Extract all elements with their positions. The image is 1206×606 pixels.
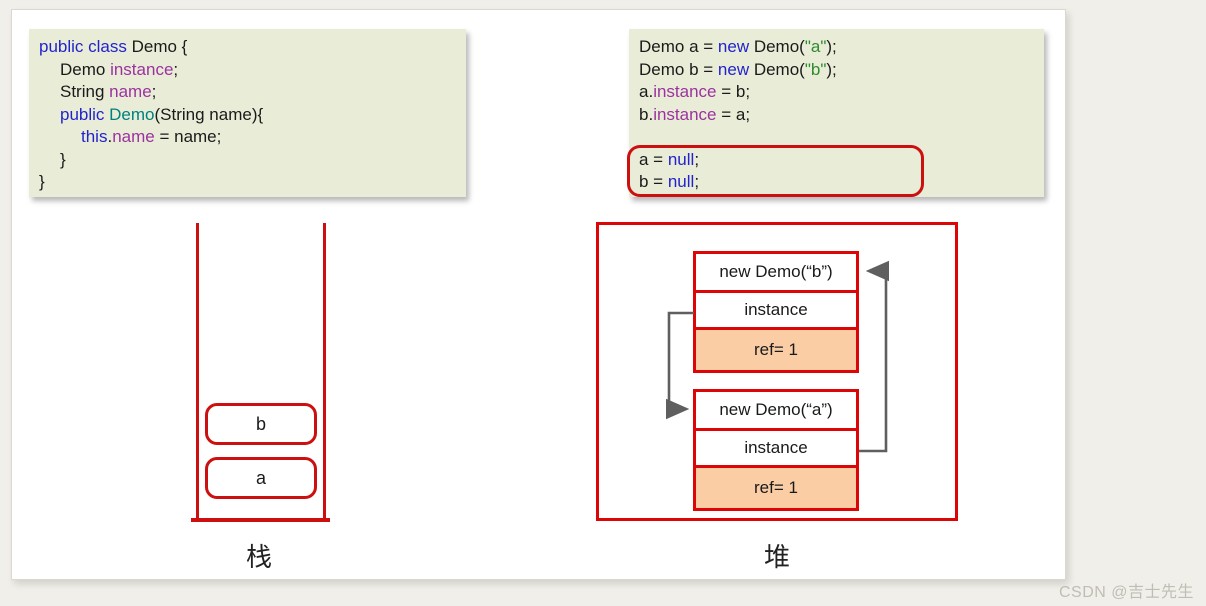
code-line: a.instance = b;	[639, 81, 1044, 104]
code-token: Demo	[109, 104, 155, 124]
code-token: a.	[639, 82, 654, 101]
code-token: ;	[173, 59, 179, 79]
code-token: }	[60, 149, 66, 169]
code-token: public	[60, 104, 110, 124]
stack-label: 栈	[245, 543, 272, 573]
code-token: );	[826, 59, 837, 79]
code-line: public class Demo {	[39, 36, 466, 59]
code-token: String	[60, 82, 110, 101]
heap-object-a-refcount: ref= 1	[696, 468, 856, 508]
code-token: public class	[39, 37, 132, 56]
code-token: null	[667, 149, 695, 169]
code-token: new	[717, 37, 750, 56]
watermark: CSDN @吉士先生	[1058, 584, 1194, 601]
code-token: null	[667, 172, 695, 191]
code-block-usage: Demo a = new Demo("a");Demo b = new Demo…	[629, 29, 1044, 197]
code-token: name	[112, 127, 155, 146]
code-token: name	[109, 82, 152, 101]
code-token: ;	[694, 149, 700, 169]
code-line: Demo instance;	[39, 59, 466, 82]
content-card: public class Demo {Demo instance;String …	[11, 9, 1066, 580]
stack-wall-left	[196, 223, 199, 522]
heap-label: 堆	[763, 543, 790, 573]
code-line: public Demo(String name){	[39, 104, 466, 127]
heap-object-a: new Demo(“a”) instance ref= 1	[693, 389, 859, 511]
code-token: instance	[653, 82, 717, 101]
code-block-class-definition: public class Demo {Demo instance;String …	[29, 29, 466, 197]
stack-wall-right	[323, 223, 326, 522]
code-line: }	[39, 149, 466, 172]
code-line: String name;	[39, 81, 466, 104]
code-token: instance	[110, 59, 174, 79]
code-token: a =	[639, 149, 668, 169]
code-token: = a;	[716, 104, 751, 124]
heap-object-b-refcount: ref= 1	[696, 330, 856, 370]
code-token: = name;	[154, 127, 222, 146]
code-token: b.	[639, 104, 654, 124]
code-token: this	[81, 127, 108, 146]
code-line: Demo a = new Demo("a");	[639, 36, 1044, 59]
code-line: Demo b = new Demo("b");	[639, 59, 1044, 82]
code-token: instance	[653, 104, 717, 124]
code-line: this.name = name;	[39, 126, 466, 149]
code-line: b = null;	[639, 171, 1044, 194]
code-token: new	[717, 59, 750, 79]
code-token: Demo(	[749, 37, 805, 56]
heap-object-a-title: new Demo(“a”)	[696, 392, 856, 431]
code-token: b =	[639, 172, 668, 191]
code-token: "a"	[804, 37, 827, 56]
code-token: (String name){	[154, 104, 264, 124]
code-token: ;	[694, 172, 700, 191]
code-token: ;	[151, 82, 157, 101]
code-line: a = null;	[639, 149, 1044, 172]
code-token: = b;	[716, 82, 751, 101]
code-line: b.instance = a;	[639, 104, 1044, 127]
code-token: );	[826, 37, 837, 56]
code-token: "b"	[804, 59, 827, 79]
code-token: Demo b =	[639, 59, 718, 79]
heap-object-b: new Demo(“b”) instance ref= 1	[693, 251, 859, 373]
stack-item-b: b	[205, 403, 317, 445]
stack-item-a: a	[205, 457, 317, 499]
code-token: }	[39, 172, 45, 191]
null-assignment-highlight-box	[627, 145, 924, 197]
heap-object-a-instance-field: instance	[696, 431, 856, 468]
code-token: .	[107, 127, 113, 146]
heap-object-b-instance-field: instance	[696, 293, 856, 330]
code-token: Demo a =	[639, 37, 718, 56]
stack-wall-bottom	[191, 518, 330, 522]
code-token: Demo(	[749, 59, 805, 79]
code-line: }	[39, 171, 466, 194]
heap-object-b-title: new Demo(“b”)	[696, 254, 856, 293]
code-token: Demo	[60, 59, 111, 79]
code-token: Demo {	[131, 37, 188, 56]
